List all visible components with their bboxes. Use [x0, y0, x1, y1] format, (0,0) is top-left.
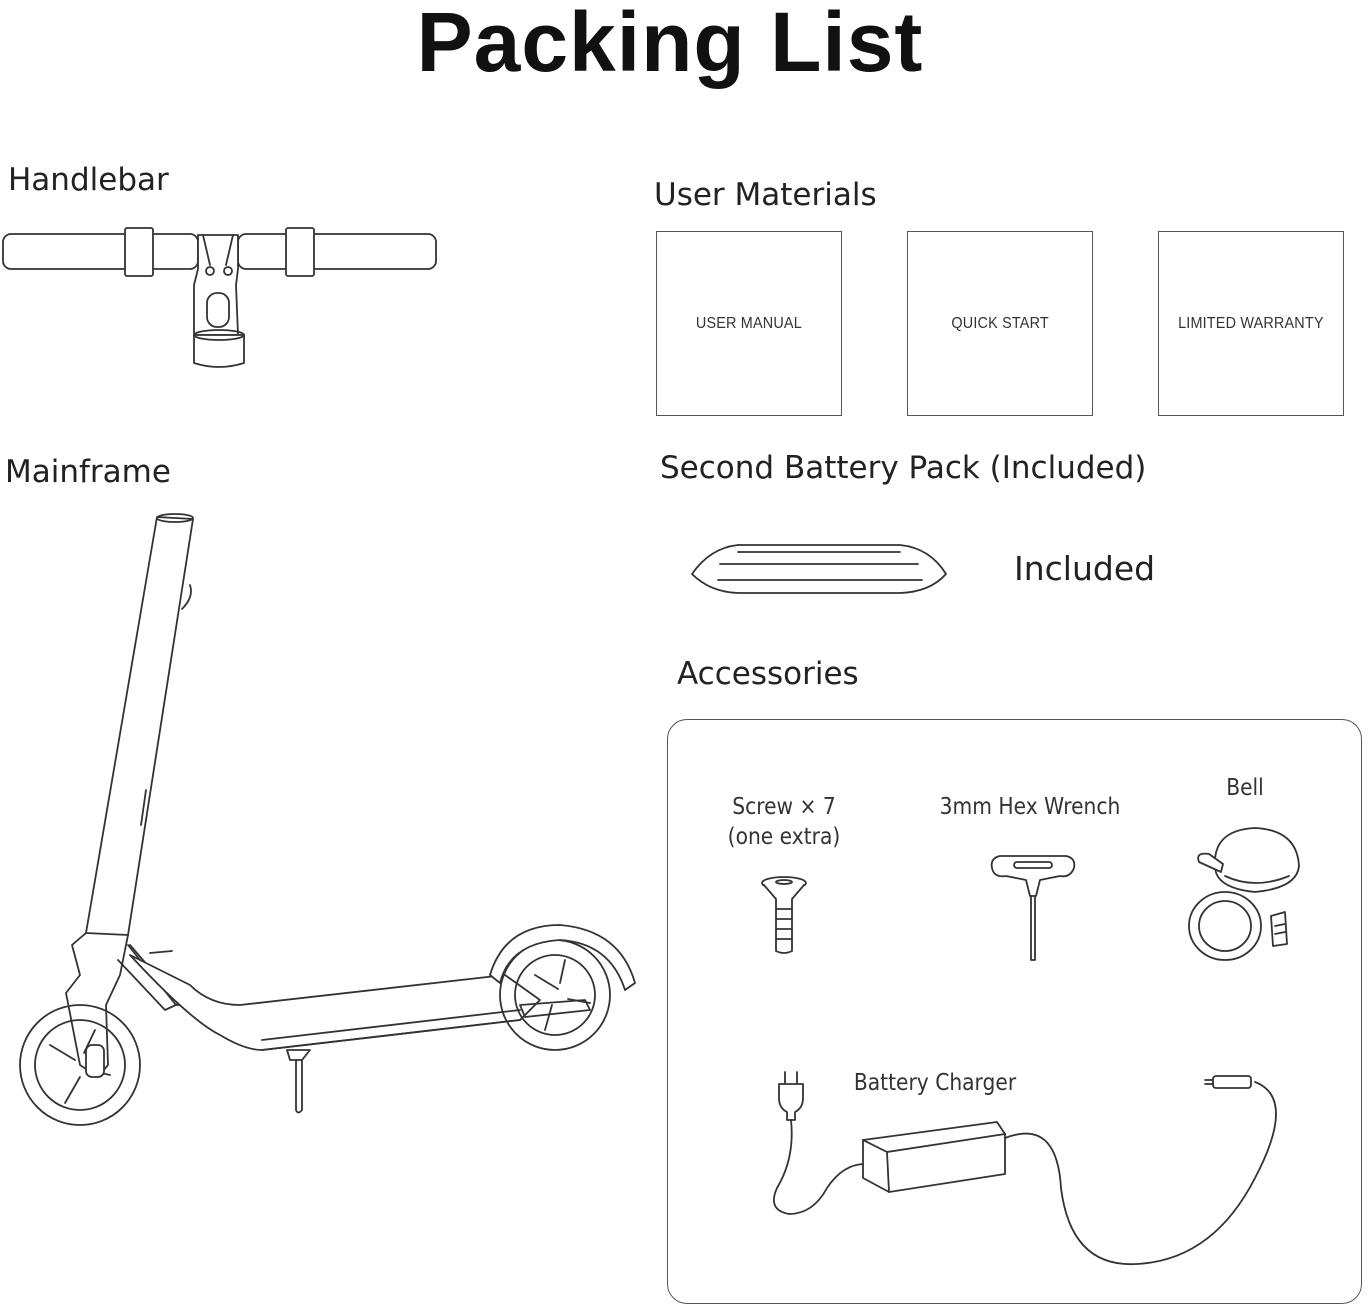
hex-wrench-label: 3mm Hex Wrench [939, 794, 1121, 820]
handlebar-icon [2, 227, 437, 368]
scooter-mainframe-icon [19, 513, 636, 1126]
user-manual-card: USER MANUAL [656, 231, 842, 416]
battery-pack-icon [691, 544, 947, 594]
screw-label-line1: Screw × 7 [732, 794, 836, 820]
battery-included-text: Included [1014, 549, 1156, 588]
battery-charger-label: Battery Charger [853, 1070, 1017, 1096]
battery-section-label: Second Battery Pack (Included) [660, 450, 1147, 486]
hex-wrench-icon [990, 855, 1076, 961]
accessories-label: Accessories [677, 656, 859, 692]
battery-charger-icon [773, 1071, 1277, 1265]
bell-label: Bell [1226, 775, 1264, 801]
limited-warranty-card: LIMITED WARRANTY [1158, 231, 1344, 416]
screw-icon [761, 876, 807, 954]
bell-icon [1188, 827, 1300, 961]
quick-start-label: QUICK START [951, 314, 1049, 332]
page-title: Packing List [416, 0, 924, 89]
accessories-panel [667, 719, 1362, 1304]
user-manual-label: USER MANUAL [695, 314, 803, 332]
mainframe-label: Mainframe [5, 454, 171, 490]
screw-label: Screw × 7 (one extra) [714, 792, 855, 852]
handlebar-label: Handlebar [8, 162, 169, 198]
user-materials-label: User Materials [654, 177, 877, 213]
screw-label-line2: (one extra) [727, 824, 841, 850]
limited-warranty-label: LIMITED WARRANTY [1178, 314, 1324, 332]
quick-start-card: QUICK START [907, 231, 1093, 416]
